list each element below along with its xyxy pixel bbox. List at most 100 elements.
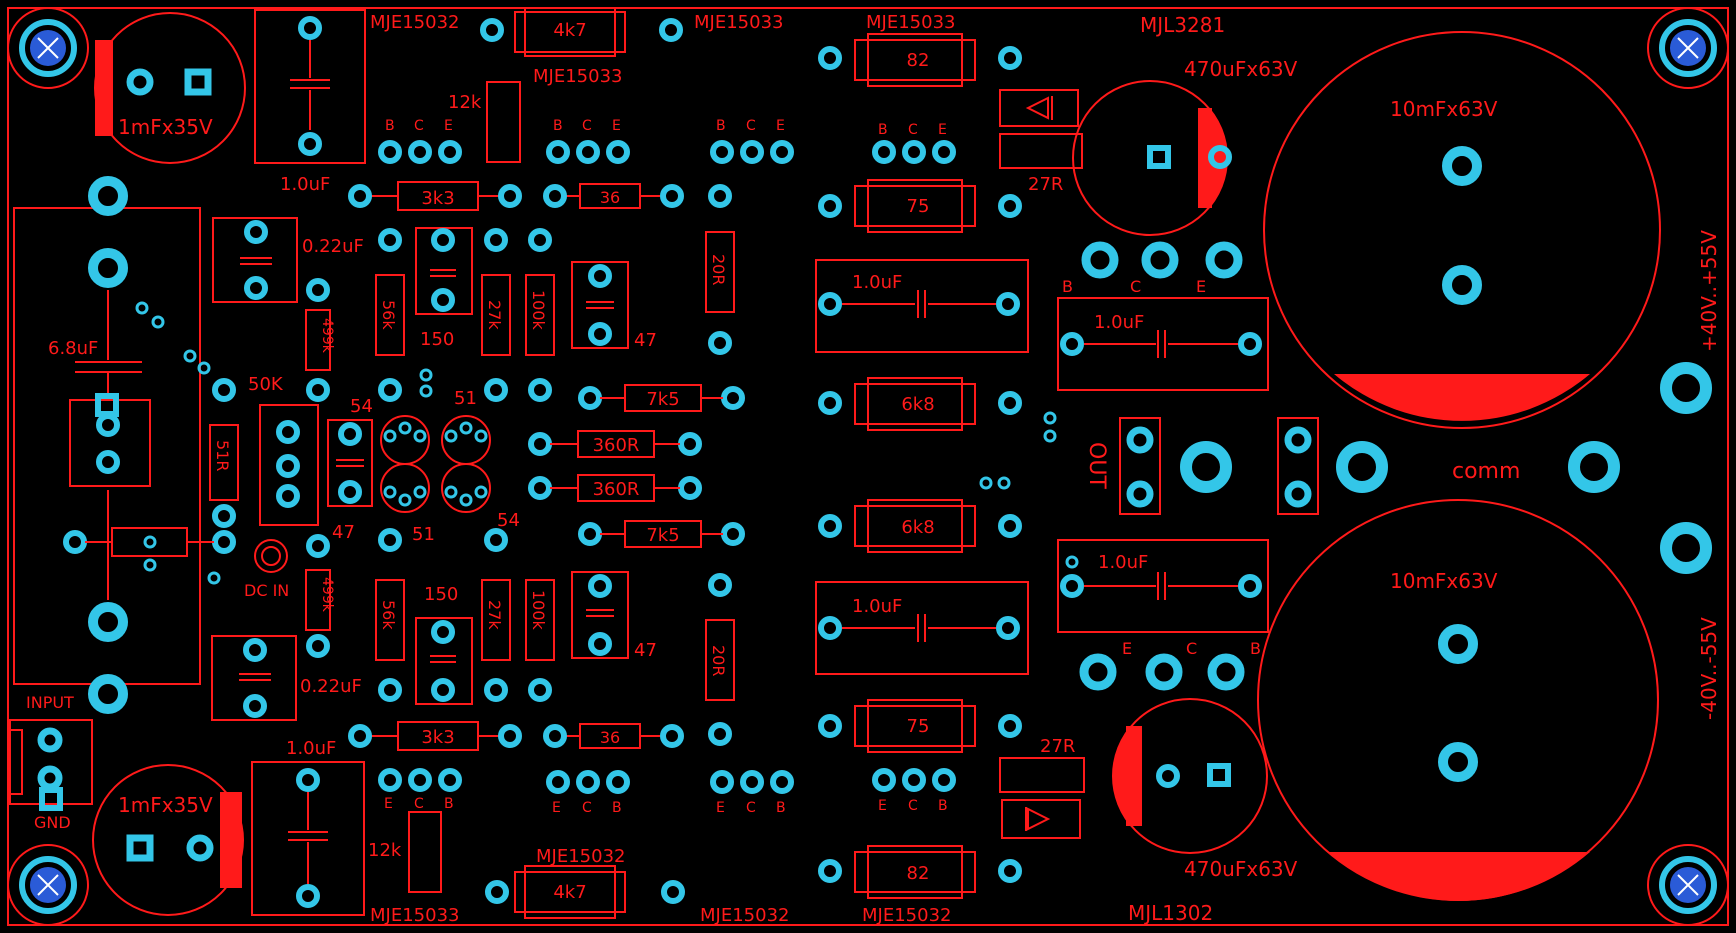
cap-1uf-bottom: 1.0uF (251, 738, 365, 916)
cap-470uf-bottom-label: 470uFx63V (1184, 857, 1298, 881)
film-cap-c-label: 1.0uF (1098, 552, 1148, 573)
svg-text:E: E (776, 118, 785, 134)
q54-top-label: 54 (350, 396, 373, 417)
resistor-56k-bottom: 56k (375, 528, 405, 702)
resistor-82-top: 82 (818, 33, 1022, 87)
svg-text:B: B (776, 800, 786, 816)
rail-pos-label: +40V..+55V (1697, 230, 1721, 352)
small-transistor-cluster: 54 51 54 51 (350, 368, 520, 545)
cap-68uf-label: 6.8uF (48, 338, 98, 359)
resistor-360r-bottom-label: 360R (593, 479, 640, 500)
resistor-82-top-label: 82 (907, 50, 930, 71)
mount-hole-bl (7, 844, 89, 926)
film-cap-b: 1.0uF (1057, 297, 1269, 391)
cap-022-top: 0.22uF (212, 217, 364, 303)
film-cap-a: 1.0uF (815, 259, 1029, 353)
cap-022-bottom: 0.22uF (211, 635, 362, 721)
resistor-12k-bottom-label: 12k (368, 840, 402, 861)
transistor-label-mjl1302: MJL1302 (1128, 901, 1213, 925)
resistor-75-bottom: 75 (818, 699, 1022, 753)
resistor-27r-top (999, 133, 1083, 169)
resistor-12k-bottom: 12k (368, 811, 442, 893)
film-cap-d: 1.0uF (815, 581, 1029, 675)
cap-470uf-bottom: 470uFx63V (1112, 698, 1298, 881)
resistor-360r-top-label: 360R (593, 435, 640, 456)
resistor-3k3-top: 3k3 (348, 181, 522, 211)
resistor-7k5-bottom: 7k5 (578, 520, 745, 548)
dc-in-label: DC IN (244, 581, 289, 600)
transistor-label-mje15032-bottom-mid: MJE15032 (536, 846, 625, 867)
resistor-12k-top-label: 12k (448, 92, 482, 113)
svg-text:C: C (582, 118, 592, 134)
resistor-56k-top-label: 56k (379, 300, 398, 330)
cap-47-mid-label: 47 (332, 522, 355, 543)
svg-text:B: B (716, 118, 726, 134)
resistor-100k-bottom-label: 100k (529, 590, 548, 631)
diode-top (999, 89, 1079, 127)
svg-text:E: E (938, 122, 947, 138)
cap-47-top: 47 (571, 261, 657, 351)
power-transistor-top: B C E (1062, 241, 1243, 296)
resistor-3k3-bottom-label: 3k3 (421, 727, 454, 748)
gnd-label: GND (34, 813, 71, 832)
svg-text:C: C (414, 118, 424, 134)
svg-text:B: B (612, 800, 622, 816)
svg-text:E: E (716, 800, 725, 816)
resistor-7k5-top-label: 7k5 (646, 389, 679, 410)
cap-470uf-top: 470uFx63V (1072, 57, 1298, 236)
cap-470uf-top-label: 470uFx63V (1184, 57, 1298, 81)
cap-1uf-top-label: 1.0uF (280, 174, 330, 195)
mount-hole-tr (1647, 7, 1729, 89)
pad (708, 184, 732, 208)
cap-1mf-bottom-label: 1mFx35V (118, 793, 213, 817)
svg-text:E: E (1196, 277, 1206, 296)
resistor-75-top: 75 (818, 179, 1022, 233)
input-connector: INPUT GND (9, 693, 93, 832)
resistor-51r: 51R (209, 378, 239, 528)
resistor-27k-top: 27k (481, 228, 511, 402)
transistor-label-mje15033-top-far: MJE15033 (866, 12, 955, 33)
resistor-499k-bottom: 499k (305, 534, 335, 658)
resistor-6k8-top-label: 6k8 (901, 394, 934, 415)
svg-text:C: C (1130, 277, 1141, 296)
dc-in-jack: DC IN (244, 539, 289, 600)
cap-150-top: 150 (415, 227, 473, 350)
resistor-27r-top-label: 27R (1028, 174, 1063, 195)
pot-50k: 50K (248, 374, 319, 526)
cap-10mf-top: 10mFx63V (1263, 31, 1661, 429)
resistor-7k5-top: 7k5 (578, 384, 745, 412)
resistor-4k7-bottom-label: 4k7 (553, 882, 586, 903)
svg-text:E: E (552, 800, 561, 816)
cap-022-top-label: 0.22uF (302, 236, 364, 257)
rail-neg-label: -40V..-55V (1697, 617, 1721, 720)
transistor-label-mje15032-top: MJE15032 (370, 12, 459, 33)
resistor-27k-bottom-label: 27k (485, 600, 504, 630)
q51-bottom-label: 51 (412, 524, 435, 545)
resistor-36-top-label: 36 (600, 188, 620, 207)
cap-150-top-label: 150 (420, 329, 454, 350)
svg-text:B: B (553, 118, 563, 134)
resistor-360r-top: 360R (528, 430, 702, 458)
svg-text:B: B (444, 796, 454, 812)
mount-hole-tl (7, 7, 89, 89)
cap-1mf-top: 1mFx35V (94, 12, 246, 164)
cap-47-mid: 47 (327, 419, 373, 543)
svg-text:B: B (1250, 639, 1261, 658)
resistor-20r-top-label: 20R (709, 254, 728, 285)
cap-47-bottom: 47 (571, 571, 657, 661)
resistor-100k-bottom: 100k (525, 579, 555, 702)
supply-pos-pad (1660, 362, 1712, 414)
svg-text:E: E (878, 798, 887, 814)
resistor-56k-bottom-label: 56k (379, 600, 398, 630)
diode-bottom (1001, 799, 1081, 839)
film-cap-c: 1.0uF (1057, 539, 1269, 633)
svg-text:B: B (878, 122, 888, 138)
transistor-label-mje15033-top-right: MJE15033 (694, 12, 783, 33)
resistor-20r-bottom: 20R (705, 573, 735, 746)
svg-text:E: E (1122, 639, 1132, 658)
resistor-36-bottom-label: 36 (600, 728, 620, 747)
